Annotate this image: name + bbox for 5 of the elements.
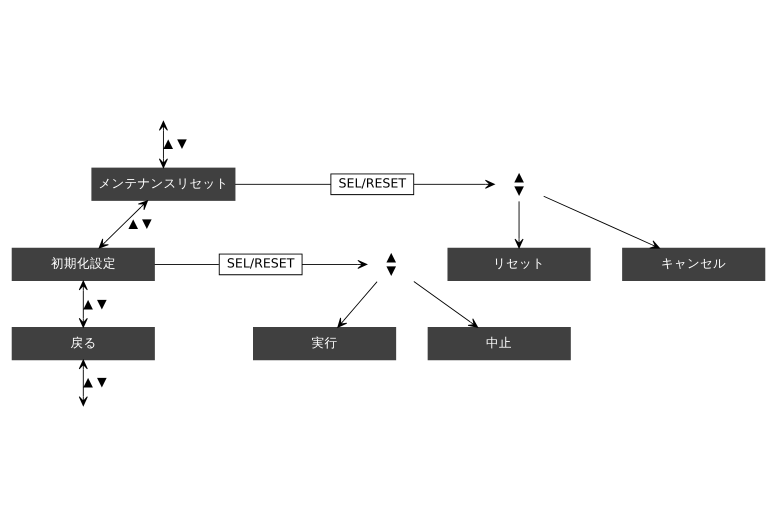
node-text: ▲ ▼	[514, 168, 524, 197]
node-text: ▲ ▼	[386, 248, 396, 277]
edge-label: ▲ ▼	[83, 374, 107, 389]
edge-label: ▲ ▼	[128, 215, 152, 230]
edge-label: ▲ ▼	[83, 295, 107, 310]
